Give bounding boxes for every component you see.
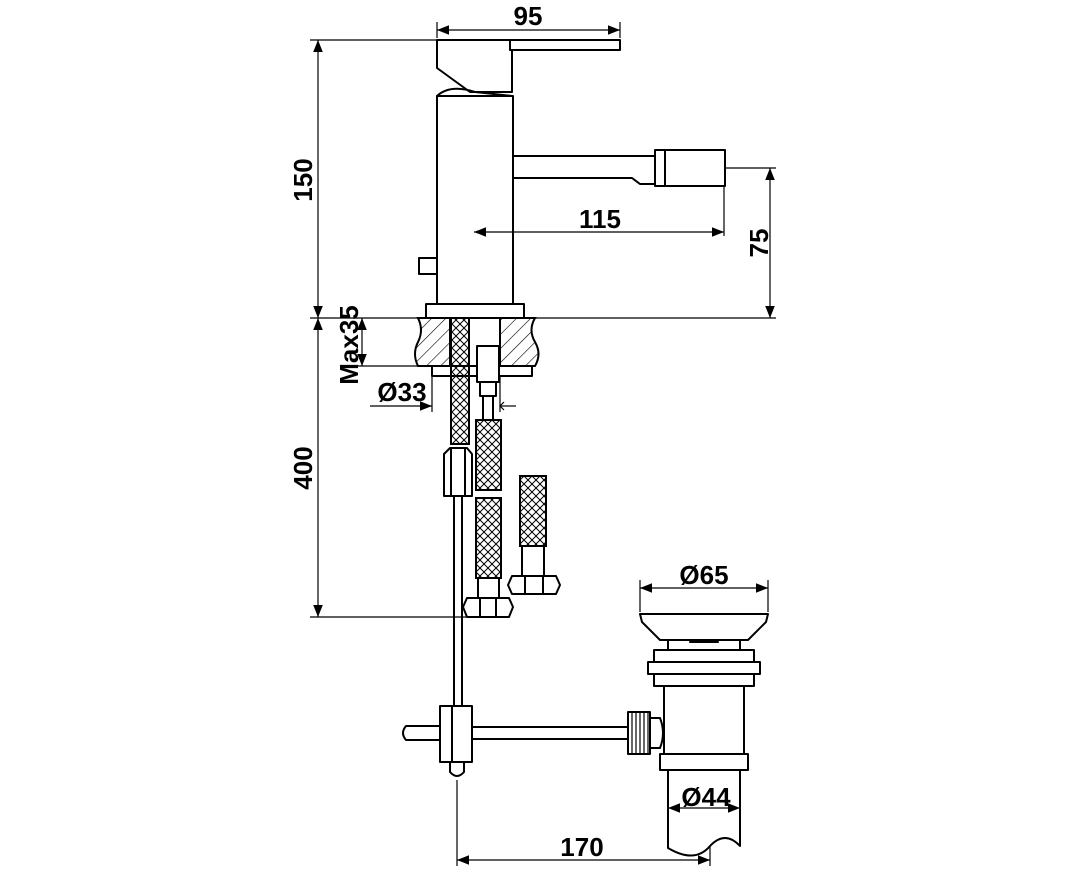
dim-hole-diameter: Ø33 — [370, 376, 516, 412]
cartridge-cap — [436, 87, 513, 97]
dim-waste-bottom-label: Ø44 — [681, 782, 731, 812]
dim-pop-up-length: 170 — [456, 780, 711, 866]
dim-hole-diameter-label: Ø33 — [377, 377, 426, 407]
dim-width-top-label: 95 — [514, 1, 543, 31]
spout-pipe — [512, 155, 656, 185]
dim-max-deck-label: Max35 — [334, 305, 364, 385]
dim-spout-reach: 115 — [474, 186, 725, 237]
dim-hose-length: 400 — [288, 318, 467, 618]
lever-handle — [436, 39, 513, 93]
base-flange — [425, 303, 525, 319]
lever-blade — [509, 39, 621, 51]
dim-waste-top-label: Ø65 — [679, 560, 728, 590]
pop-up-knob — [418, 257, 438, 275]
dim-max-deck: Max35 — [334, 305, 418, 385]
dim-waste-top: Ø65 — [639, 560, 769, 612]
dim-spout-height-label: 75 — [744, 229, 774, 258]
dim-pop-up-length-label: 170 — [560, 832, 603, 862]
supply-hoses — [450, 317, 561, 618]
pop-up-rod — [402, 447, 664, 777]
dim-spout-height: 75 — [524, 167, 776, 319]
dim-height-total: 150 — [288, 39, 437, 319]
mixer-body — [418, 39, 726, 319]
dim-hose-length-label: 400 — [288, 446, 318, 489]
dim-width-top: 95 — [436, 1, 621, 38]
body-cylinder — [436, 95, 514, 305]
dim-height-total-label: 150 — [288, 158, 318, 201]
dim-spout-reach-label: 115 — [579, 204, 621, 234]
dim-waste-bottom: Ø44 — [668, 782, 740, 813]
